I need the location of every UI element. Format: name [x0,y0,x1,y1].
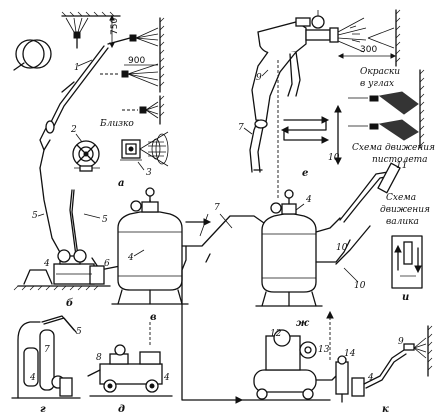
dimension-300: 300 [360,45,377,55]
panel-letter-a: а [118,178,124,189]
callout-7g: 7 [44,345,50,355]
callout-5b-leader [83,213,101,219]
panel-letter-zh: ж [296,318,310,329]
connection-arrows [149,310,334,360]
label-roller-scheme-2: движения [380,205,430,215]
callout-5b: 5 [102,215,108,225]
callout-4v: 4 [127,253,134,263]
callout-4g: 4 [29,373,36,383]
callout-5a: 5 [32,211,38,221]
callout-2-leader [75,133,83,143]
callout-9e-leader [261,69,269,77]
callout-8: 8 [96,353,102,363]
panel-k-separator [335,343,415,403]
panel-k-compressor [239,329,343,401]
callout-14: 14 [344,349,356,359]
panel-k-wall-spray [413,325,433,377]
label-pistol-scheme-2: пистолета [372,155,428,165]
callout-1: 1 [74,63,80,73]
callout-10a: 10 [328,153,340,163]
callout-13: 13 [318,345,330,355]
callout-4v-leader [133,249,145,257]
dimension-750: 750 [110,18,120,35]
callout-3-leader [137,161,145,171]
spray-pattern-circles [13,39,52,71]
callout-12: 12 [270,329,282,339]
spray-gun-1 [39,45,109,169]
panel-letter-b: б [66,298,73,309]
hose-7-junction: 7 [181,203,244,404]
label-okraski-2: в углах [360,79,394,89]
panel-letter-e: е [302,168,308,179]
callout-4zh: 4 [305,195,312,205]
panel-a-nozzle-front [72,140,100,172]
callout-9k: 9 [398,337,404,347]
panel-letter-g: г [40,404,46,415]
label-roller-scheme-3: валика [386,217,419,227]
panel-d-cart [87,344,173,397]
gun-motion-scheme: 10 [280,104,342,166]
panel-e-spray-gun [249,10,339,173]
callout-5a-leader [37,213,45,217]
callout-4k: 4 [367,373,374,383]
callout-5g: 5 [76,327,82,337]
callout-1-leader [77,59,93,67]
panel-zh-tank [255,189,351,307]
arrow-down-left [61,81,75,93]
callout-10c-leader [343,267,359,283]
roller-motion-scheme [391,235,423,289]
callout-7e: 7 [238,123,244,133]
panel-letter-i: и [402,292,409,303]
callout-4zh-leader [295,203,305,211]
panel-letter-v: в [150,312,157,323]
callout-7: 7 [214,203,220,213]
panel-letter-d: д [118,404,125,415]
near-spray [122,95,165,125]
callout-7e-leader [243,127,253,135]
callout-11: 11 [396,161,407,171]
panel-v-tank [111,187,275,305]
label-okraski-1: Окраски [360,67,400,77]
wall-spray-right [100,17,165,93]
callout-3: 3 [146,168,152,178]
panel-a-nozzle-side [120,131,169,167]
panel-g-cylinder [11,315,81,399]
label-blizko: Близко [99,119,134,129]
ceiling-spray [61,11,121,49]
label-roller-scheme-1: Схема [386,193,416,203]
callout-2: 2 [70,125,77,135]
panel-e-spray-pattern [337,9,401,67]
callout-9e: 9 [256,73,262,83]
callout-4d: 4 [163,373,170,383]
callout-4b: 4 [43,259,50,269]
callout-10b: 10 [336,243,348,253]
callout-6: 6 [104,259,110,269]
callout-10c: 10 [354,281,366,291]
dimension-900: 900 [128,56,145,66]
paint-roller [335,162,401,265]
label-pistol-scheme-1: Схема движения [352,143,435,153]
panel-letter-k: к [382,404,389,415]
panel-b-pump [13,249,111,291]
corner-sprays: Окраски в углах [348,67,425,149]
